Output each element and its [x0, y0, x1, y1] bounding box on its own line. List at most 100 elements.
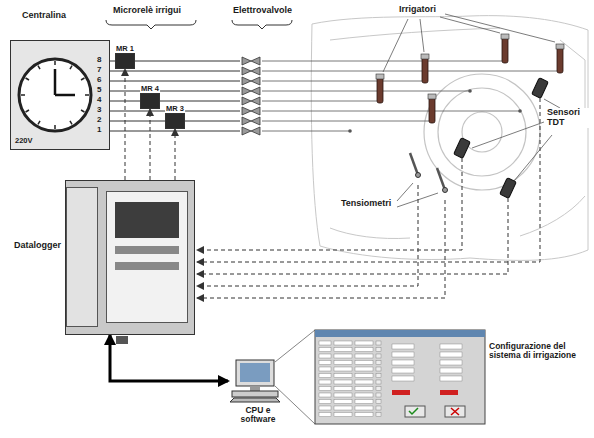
field-drawing — [106, 14, 588, 424]
leader-line — [445, 14, 555, 42]
sprinkler-body — [422, 57, 428, 83]
terminal-number: 2 — [96, 116, 102, 125]
plan-outline — [520, 196, 585, 236]
wire-end — [518, 109, 522, 113]
wire — [262, 91, 470, 92]
sprinkler-head — [501, 34, 509, 39]
plan-outline — [330, 28, 500, 40]
software-window — [315, 330, 485, 424]
group-heading: Microrelè irrigui — [112, 6, 182, 16]
sprinkler-head — [421, 54, 429, 59]
group-heading: Elettrovalvole — [232, 6, 293, 16]
wire — [262, 71, 560, 72]
clock-face — [13, 49, 103, 139]
sprinkler-body — [557, 47, 563, 73]
wire — [110, 91, 240, 92]
node-label: MR 1 — [115, 45, 135, 53]
tensiometer-tip — [443, 188, 448, 193]
datalogger-cabinet: Datalogger — [65, 180, 195, 335]
signal-line — [197, 158, 462, 250]
plan-outline — [311, 16, 588, 261]
leader-line — [420, 19, 424, 52]
valve-symbol — [242, 87, 260, 95]
terminal-number: 8 — [96, 56, 102, 65]
node-label: MR 3 — [165, 105, 185, 113]
wire — [135, 61, 240, 62]
terminal-number: 4 — [96, 96, 102, 105]
terminal-number: 6 — [96, 76, 102, 85]
roundabout-outline — [438, 88, 526, 176]
sprinkler-body — [377, 77, 383, 103]
plan-outline — [330, 228, 410, 239]
wire — [262, 61, 505, 62]
cabinet-door — [66, 187, 98, 327]
wire — [262, 81, 425, 82]
signal-line — [197, 200, 445, 298]
leader-line — [440, 17, 500, 33]
tdt-sensor — [454, 138, 471, 159]
bracket — [106, 20, 196, 29]
terminal-strip — [115, 246, 179, 254]
valve-symbol — [242, 117, 260, 125]
valve-symbol — [242, 77, 260, 85]
sprinkler-head — [556, 44, 564, 49]
signal-line — [197, 185, 418, 286]
tensiometer-tube — [437, 168, 445, 190]
signal-line — [197, 198, 508, 274]
terminal-number: 3 — [96, 106, 102, 115]
tensiometer-tip — [416, 173, 421, 178]
wire — [262, 131, 350, 132]
computer-icon — [228, 358, 286, 404]
control-signal — [150, 109, 151, 180]
control-signal — [125, 69, 126, 180]
valve-symbol — [242, 97, 260, 105]
node-label: Centralina — [21, 11, 67, 21]
leader-line — [514, 135, 552, 181]
wire — [262, 121, 432, 122]
valve-symbol — [242, 127, 260, 135]
micro-relay: MR 3 — [165, 113, 185, 129]
valve-symbol — [242, 67, 260, 75]
cable-gland — [116, 336, 128, 344]
wire — [110, 81, 240, 82]
timer-controller: Centralina — [10, 40, 110, 150]
terminal-number: 5 — [96, 86, 102, 95]
voltage-label: 220V — [14, 137, 34, 145]
sprinkler-head — [376, 74, 384, 79]
leader-line — [397, 183, 413, 201]
terminal-number: 1 — [96, 126, 102, 135]
zoom-line — [275, 330, 315, 362]
wire-end — [348, 129, 352, 133]
part-label: Irrigatori — [398, 5, 437, 15]
wire-end — [468, 89, 472, 93]
screen-caption: Configurazione del sistema di irrigazion… — [488, 342, 590, 361]
part-label: Tensiometri — [340, 199, 392, 209]
valve-symbol — [242, 57, 260, 65]
micro-relay: MR 4 — [140, 93, 160, 109]
leader-line — [472, 122, 544, 148]
wire — [110, 121, 165, 122]
signal-line — [197, 98, 540, 262]
sprinkler-head — [428, 94, 436, 99]
terminal-strip — [115, 262, 179, 270]
sprinkler-body — [502, 37, 508, 63]
valve-symbol — [242, 107, 260, 115]
data-link — [110, 335, 228, 381]
node-label: Datalogger — [13, 241, 62, 251]
cabinet-panel — [106, 191, 188, 323]
computer: CPU e software — [228, 358, 286, 404]
tensiometer-tube — [410, 153, 418, 175]
bracket — [232, 20, 292, 29]
terminal-number: 7 — [96, 66, 102, 75]
wire — [262, 111, 520, 112]
wire — [160, 101, 240, 102]
node-label: MR 4 — [140, 85, 160, 93]
tdt-sensor — [532, 78, 549, 99]
wire — [185, 121, 240, 122]
logger-unit — [115, 202, 179, 238]
leader-line — [383, 19, 408, 72]
sprinkler-body — [429, 97, 435, 123]
wire — [110, 71, 240, 72]
leader-line — [544, 99, 560, 108]
